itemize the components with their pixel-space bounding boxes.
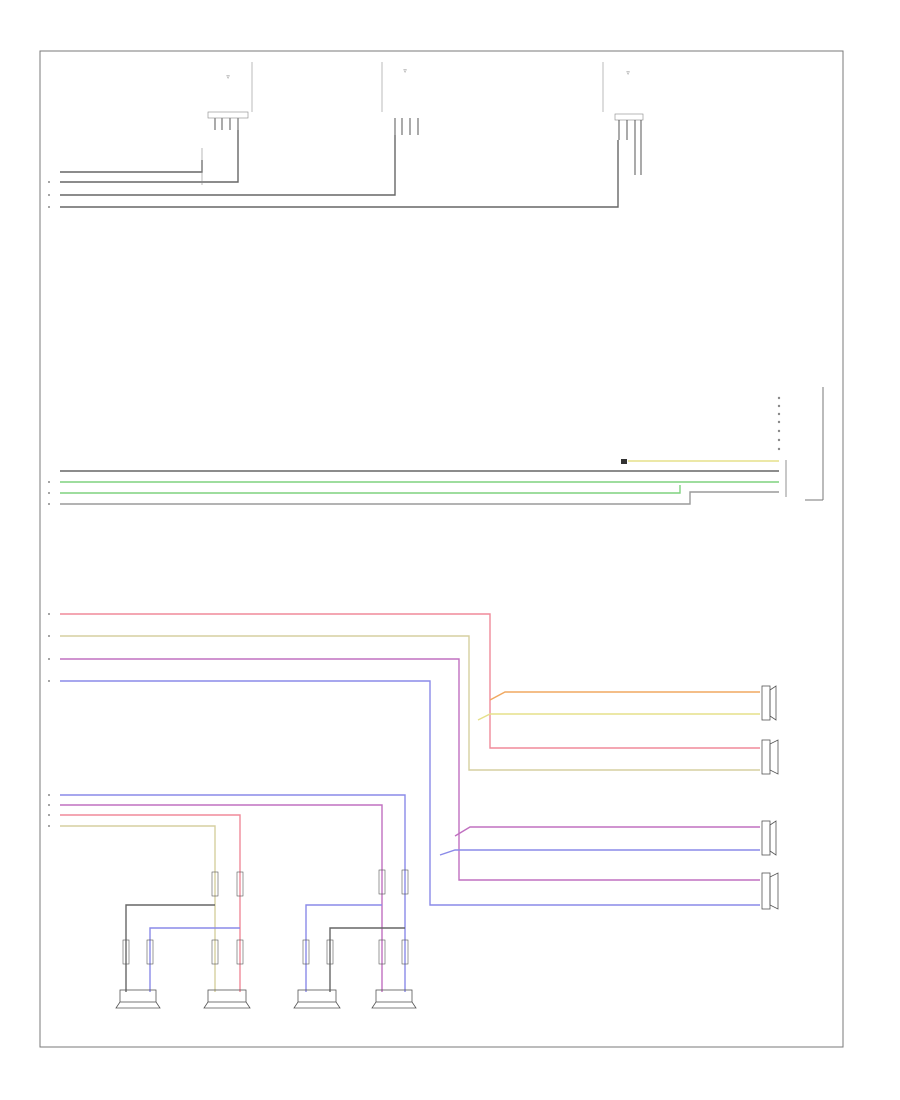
speaker-left-coaxial — [761, 820, 777, 856]
rear-speaker-wires — [60, 794, 406, 992]
radio-antenna-connector: ▽ — [381, 62, 419, 135]
middle-wires — [60, 460, 779, 505]
speaker-front-tweeter-right — [761, 685, 777, 721]
left-pin-markers — [48, 181, 50, 827]
front-speaker-wires — [60, 613, 760, 906]
svg-text:▽: ▽ — [226, 74, 230, 79]
speaker-left-front-tweeter — [761, 872, 779, 910]
svg-text:▽: ▽ — [403, 68, 407, 73]
diagram-frame — [39, 50, 844, 1048]
left-antenna-module: ▽ — [602, 62, 644, 175]
speaker-left-rear-coaxial — [371, 989, 417, 1009]
speaker-right-rear-coaxial — [203, 989, 251, 1009]
antenna-amplifier: ▽ — [207, 62, 253, 130]
speaker-front-coaxial-right — [761, 739, 779, 775]
rear-connector-marks — [122, 869, 409, 965]
svg-text:▽: ▽ — [626, 70, 630, 75]
speaker-left-rear-tweeter — [293, 989, 341, 1009]
speaker-right-rear-tweeter — [115, 989, 161, 1009]
top-wires — [60, 130, 619, 208]
data-link-connector — [621, 387, 824, 501]
